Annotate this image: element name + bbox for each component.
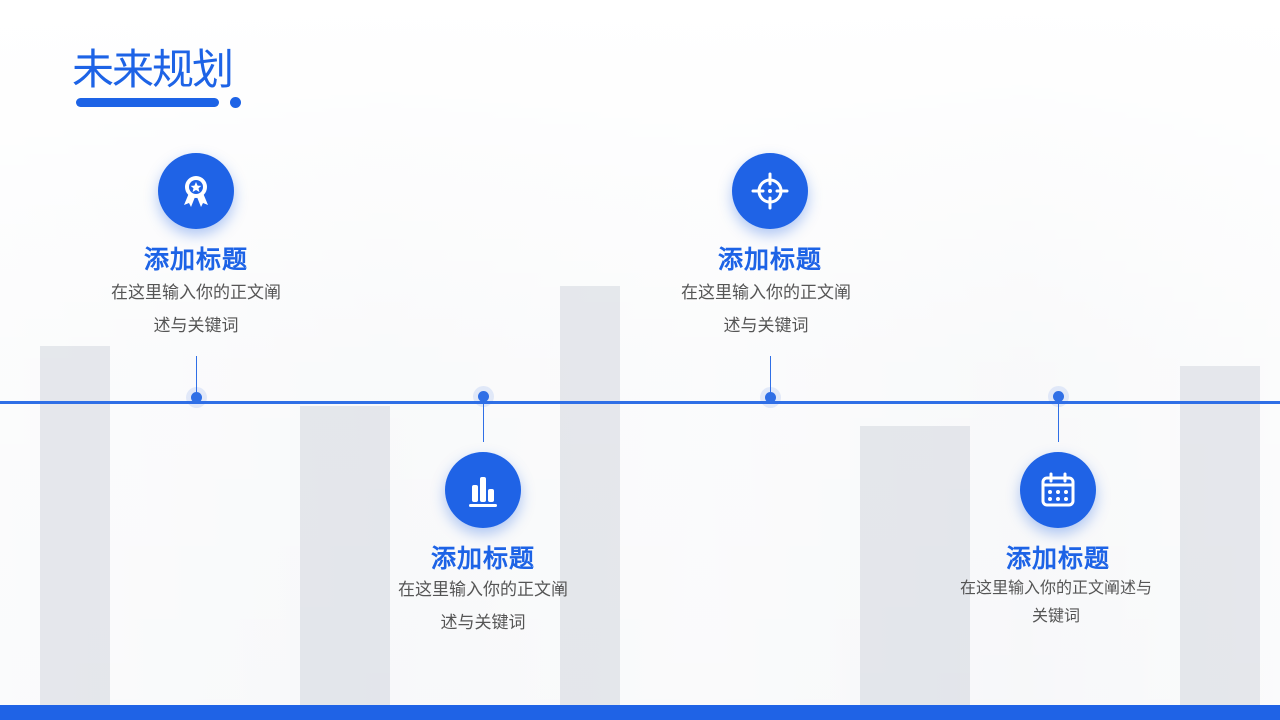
- item-description-line: 述与关键词: [153, 316, 239, 336]
- page-title: 未来规划: [72, 45, 234, 94]
- background-building: [40, 346, 110, 706]
- calendar-icon: [1020, 452, 1096, 528]
- timeline-line: [0, 401, 1280, 404]
- background-building: [560, 286, 620, 706]
- timeline-dot: [478, 391, 489, 402]
- item-description-line: 述与关键词: [440, 613, 526, 633]
- timeline-dot: [1053, 391, 1064, 402]
- item-title: 添加标题: [143, 245, 248, 274]
- item-description: 在这里输入你的正文阐 述与关键词: [616, 277, 916, 343]
- item-description: 在这里输入你的正文阐述与 关键词: [906, 574, 1206, 630]
- item-description-line: 在这里输入你的正文阐: [111, 283, 281, 303]
- award-ribbon-icon: [158, 153, 234, 229]
- timeline-stem: [483, 402, 484, 442]
- bar-chart-icon: [445, 452, 521, 528]
- item-description-line: 关键词: [1031, 606, 1080, 625]
- timeline-dot: [765, 392, 776, 403]
- item-description-line: 在这里输入你的正文阐: [398, 580, 568, 600]
- timeline-stem: [196, 356, 197, 396]
- item-description-line: 在这里输入你的正文阐: [681, 283, 851, 303]
- item-description: 在这里输入你的正文阐 述与关键词: [46, 277, 346, 343]
- item-title: 添加标题: [1005, 544, 1110, 573]
- timeline-stem: [1058, 402, 1059, 442]
- background-building: [860, 426, 970, 706]
- timeline-stem: [770, 356, 771, 396]
- bottom-accent-bar: [0, 705, 1280, 720]
- crosshair-target-icon: [732, 153, 808, 229]
- background-building: [300, 406, 390, 706]
- item-title: 添加标题: [430, 544, 535, 573]
- timeline-dot: [191, 392, 202, 403]
- item-description: 在这里输入你的正文阐 述与关键词: [333, 574, 633, 640]
- item-description-line: 述与关键词: [723, 316, 809, 336]
- item-description-line: 在这里输入你的正文阐述与: [959, 578, 1152, 597]
- item-title: 添加标题: [717, 245, 822, 274]
- title-underline-dot: [230, 97, 241, 108]
- background-building: [1180, 366, 1260, 706]
- title-underline-bar: [76, 98, 219, 107]
